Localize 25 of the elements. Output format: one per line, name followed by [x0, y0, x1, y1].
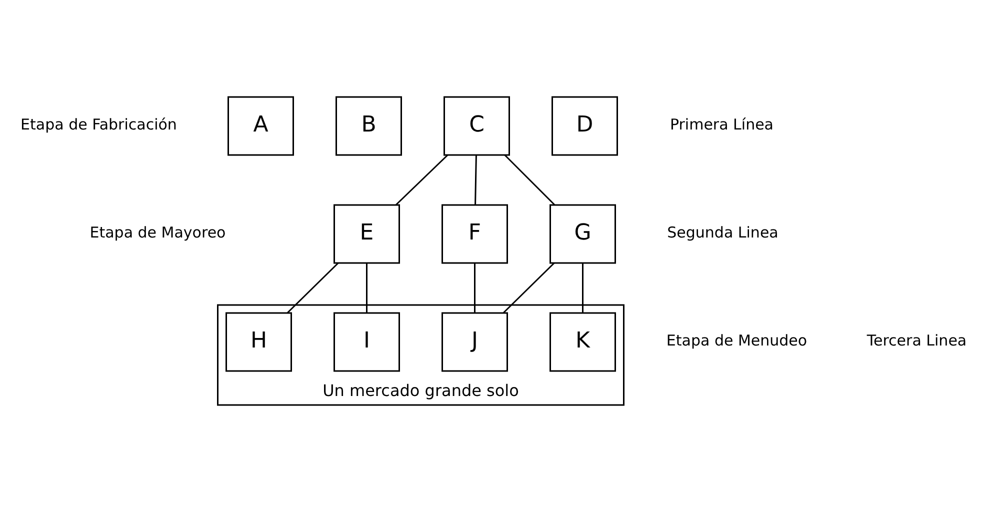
- node-box: B: [336, 96, 402, 156]
- connector: [396, 154, 448, 206]
- node-box: E: [334, 204, 400, 264]
- label: Etapa de Fabricación: [20, 116, 177, 134]
- connector: [474, 155, 477, 205]
- label: Primera Línea: [670, 116, 774, 134]
- label: Etapa de Menudeo: [666, 332, 808, 350]
- node-box: C: [444, 96, 510, 156]
- connector: [474, 263, 476, 313]
- label: Segunda Linea: [667, 224, 778, 242]
- node-box: H: [226, 312, 292, 372]
- node-box: J: [442, 312, 508, 372]
- node-box: F: [442, 204, 508, 264]
- connector: [366, 263, 368, 313]
- node-box: D: [552, 96, 618, 156]
- connector: [582, 263, 584, 313]
- node-box: A: [228, 96, 294, 156]
- connector: [504, 154, 556, 206]
- connector: [287, 262, 339, 314]
- node-box: K: [550, 312, 616, 372]
- connector: [503, 262, 555, 314]
- node-box: I: [334, 312, 400, 372]
- node-box: G: [550, 204, 616, 264]
- label: Etapa de Mayoreo: [90, 224, 226, 242]
- label: Tercera Linea: [866, 332, 967, 350]
